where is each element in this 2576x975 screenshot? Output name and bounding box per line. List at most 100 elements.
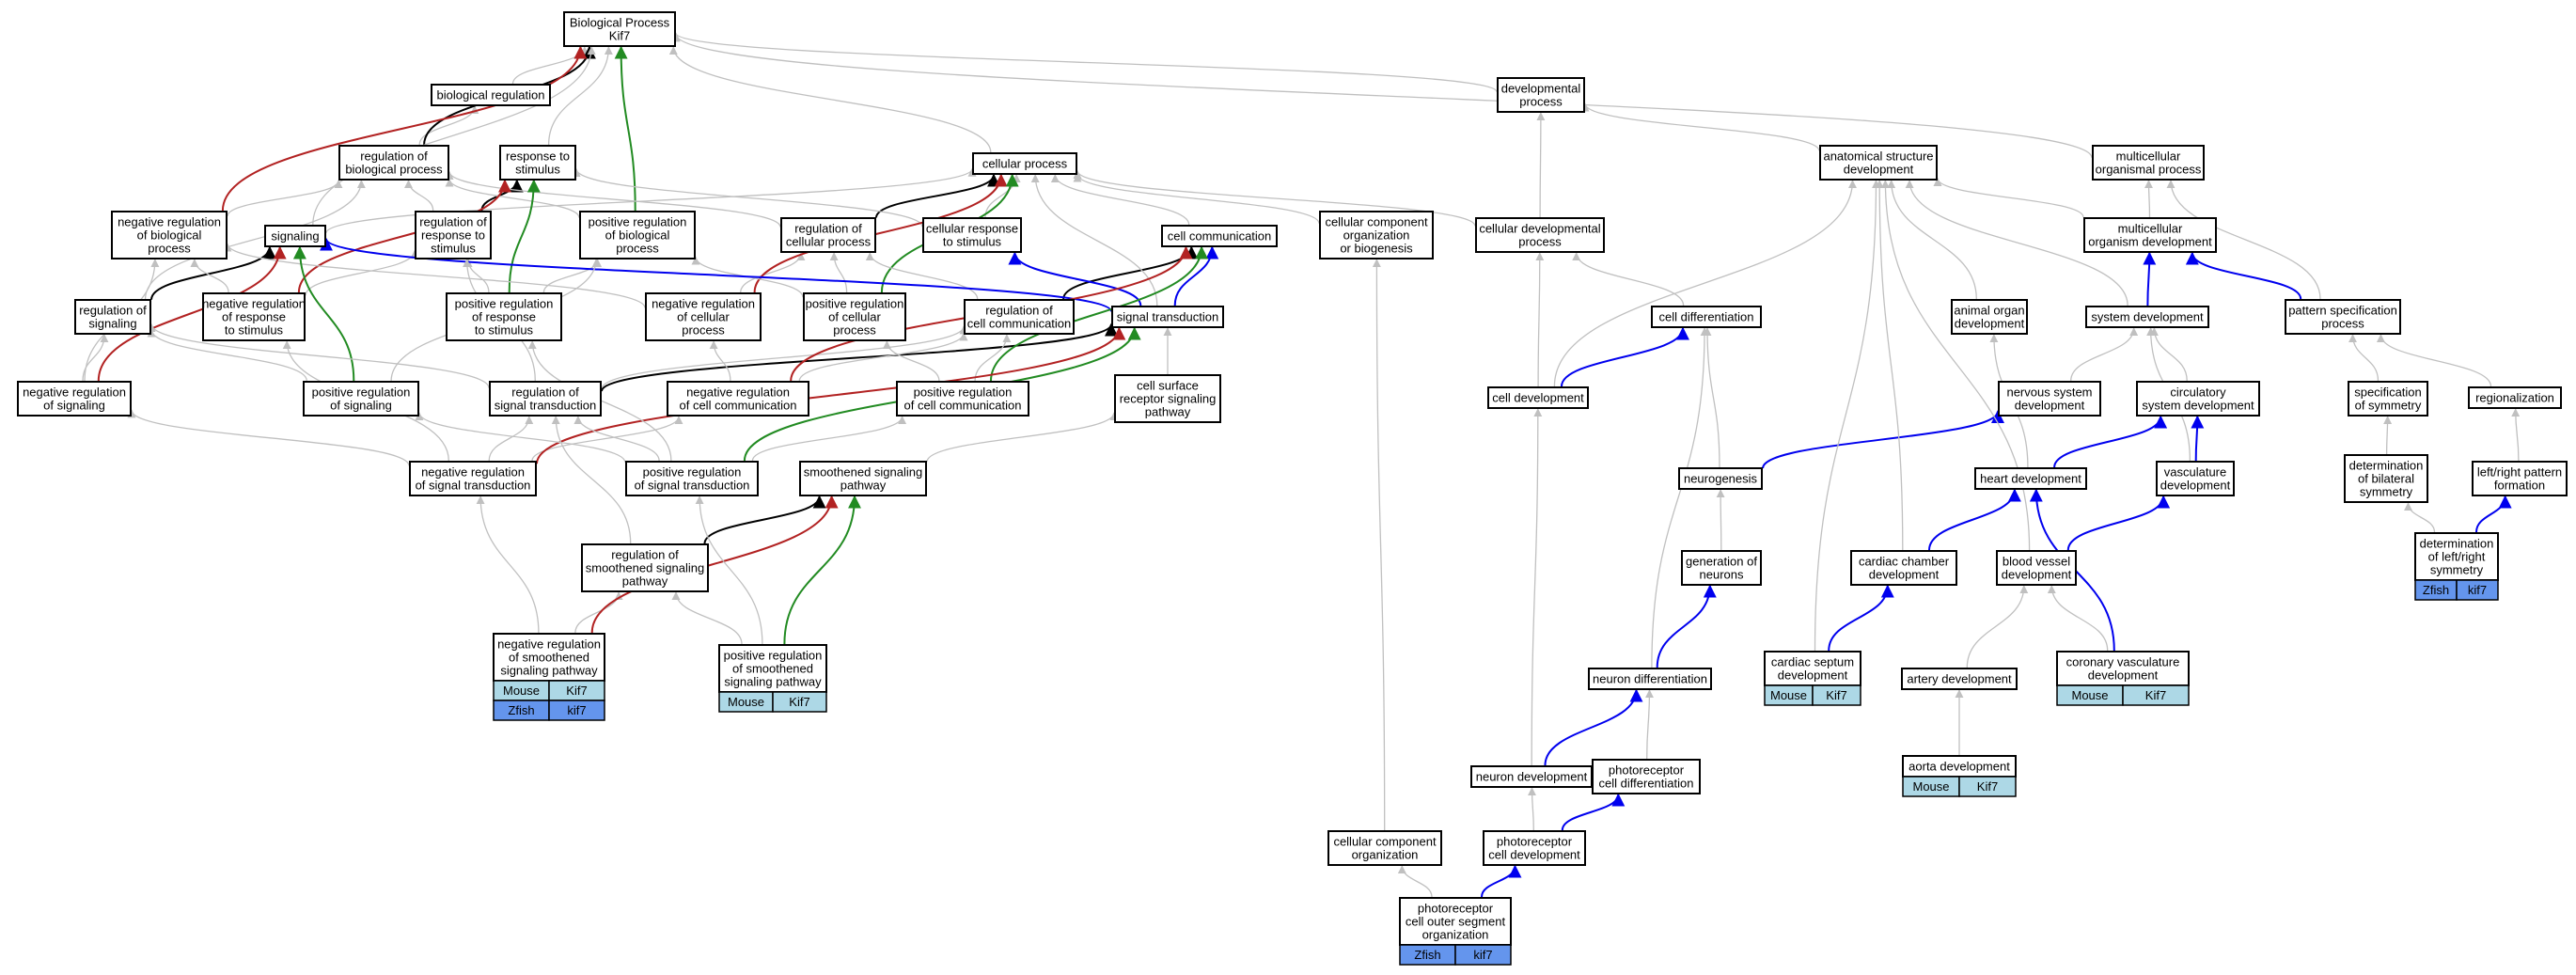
node-label-line: cellular component bbox=[1325, 215, 1428, 229]
edge-cell_dev-to-cell_diff bbox=[1561, 326, 1689, 387]
node-label-line: cell differentiation bbox=[1659, 310, 1754, 324]
edge-gen_neurons-to-neurogenesis bbox=[1716, 489, 1725, 551]
edge-cardiac_septum-to-cardiac_chamber bbox=[1828, 584, 1894, 652]
node-box bbox=[1399, 897, 1512, 946]
node-label-line: stimulus bbox=[515, 163, 560, 177]
node-label-line: regionalization bbox=[2475, 391, 2554, 405]
go-node-neuron-diff[interactable]: neuron differentiation bbox=[1588, 668, 1712, 690]
node-label-line: photoreceptor bbox=[1609, 763, 1685, 778]
edge-photo_outer-to-photo_dev bbox=[1481, 864, 1522, 898]
node-box bbox=[1487, 386, 1589, 409]
edge-neuron_dev-to-cell_dev bbox=[1531, 408, 1543, 766]
go-node-cell-proc[interactable]: cellular process bbox=[972, 152, 1077, 175]
go-node-regionalization[interactable]: regionalization bbox=[2468, 386, 2562, 409]
edge-reg_resp-to-reg_bp bbox=[403, 180, 434, 212]
edge-cc_org_bio-to-cell_proc bbox=[1073, 173, 1320, 224]
node-box bbox=[2056, 651, 2190, 686]
go-node-cell-diff[interactable]: cell differentiation bbox=[1651, 306, 1762, 328]
badge-label: Kif7 bbox=[566, 684, 587, 698]
node-box bbox=[1951, 299, 2028, 335]
go-node-signaling[interactable]: signaling bbox=[264, 225, 326, 247]
go-node-heart-dev[interactable]: heart development bbox=[1974, 467, 2087, 490]
node-label-line: of signal transduction bbox=[635, 479, 750, 493]
node-label-line: of bilateral bbox=[2358, 472, 2414, 486]
go-node-sys-dev[interactable]: system development bbox=[2085, 306, 2209, 328]
gene-badge: Kif7 bbox=[1958, 776, 2017, 797]
edge-pos_reg_bp-to-reg_bp bbox=[445, 178, 580, 218]
go-node-neuron-dev[interactable]: neuron development bbox=[1470, 765, 1593, 788]
go-node-sig-trans[interactable]: signal transduction bbox=[1111, 306, 1224, 328]
go-node-biol-reg[interactable]: biological regulation bbox=[431, 84, 551, 106]
node-label-line: cellular process bbox=[786, 235, 872, 249]
edge-circ_sys-to-sys_dev bbox=[2149, 327, 2188, 382]
edge-reg_bp-to-biol_reg bbox=[418, 105, 479, 146]
edge-neg_reg_smo-to-reg_smo bbox=[574, 591, 623, 634]
go-node-cell-dev[interactable]: cell development bbox=[1487, 386, 1589, 409]
node-label-line: signaling pathway bbox=[724, 675, 822, 689]
badge-label: Mouse bbox=[1770, 688, 1807, 702]
go-node-cell-comm[interactable]: cell communication bbox=[1161, 225, 1278, 247]
edge-pattern_spec-to-multi_proc bbox=[2166, 180, 2321, 300]
go-node-neurogenesis[interactable]: neurogenesis bbox=[1678, 467, 1763, 490]
node-label-line: process bbox=[1518, 235, 1562, 249]
edge-pos_reg_sig_trans-to-reg_sig_trans bbox=[573, 416, 660, 462]
node-label-line: development bbox=[1869, 568, 1940, 582]
go-node-artery-dev[interactable]: artery development bbox=[1901, 668, 2018, 690]
edge-pos_reg_bp-to-bp bbox=[614, 45, 636, 212]
edge-cell_dev_proc-to-cell_proc bbox=[1073, 169, 1476, 227]
badge-label: Kif7 bbox=[789, 695, 809, 709]
badge-label: Kif7 bbox=[1977, 779, 1998, 794]
